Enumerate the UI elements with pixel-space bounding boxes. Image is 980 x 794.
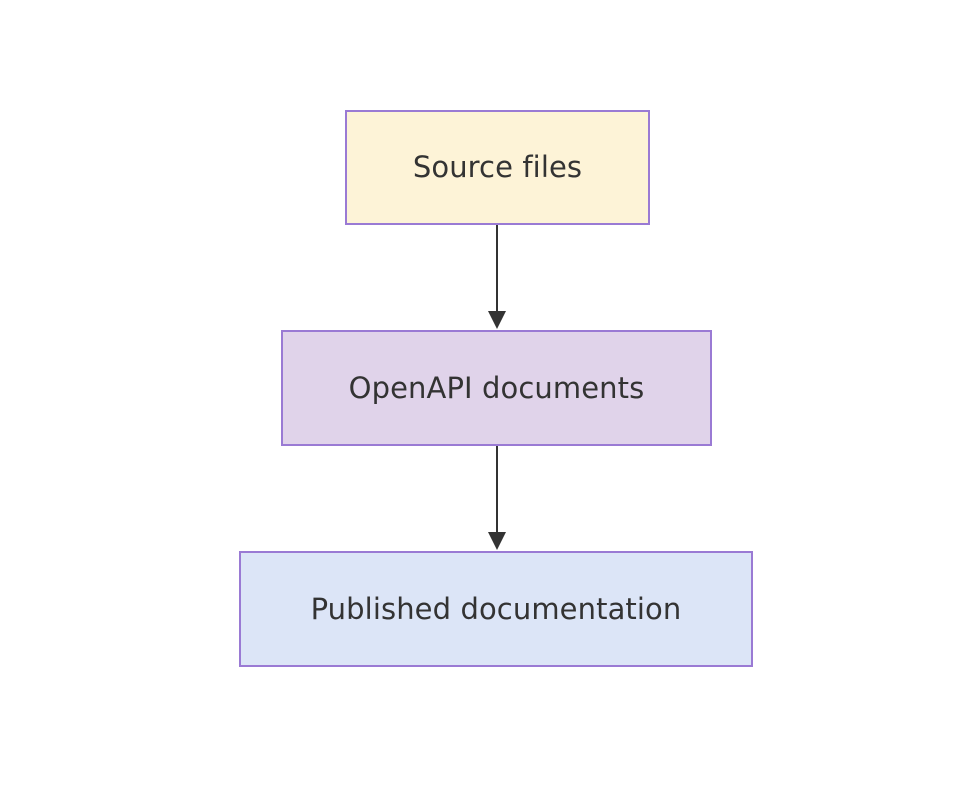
- flowchart-node-label: Published documentation: [310, 591, 682, 626]
- arrow-down-icon: [488, 311, 506, 329]
- flowchart-node-openapi-documents[interactable]: OpenAPI documents: [281, 330, 712, 446]
- arrow-down-icon: [488, 532, 506, 550]
- flowchart-node-label: OpenAPI documents: [348, 370, 645, 405]
- flowchart-node-published-documentation[interactable]: Published documentation: [239, 551, 753, 667]
- flowchart-node-source-files[interactable]: Source files: [345, 110, 650, 225]
- flowchart-node-label: Source files: [412, 150, 583, 184]
